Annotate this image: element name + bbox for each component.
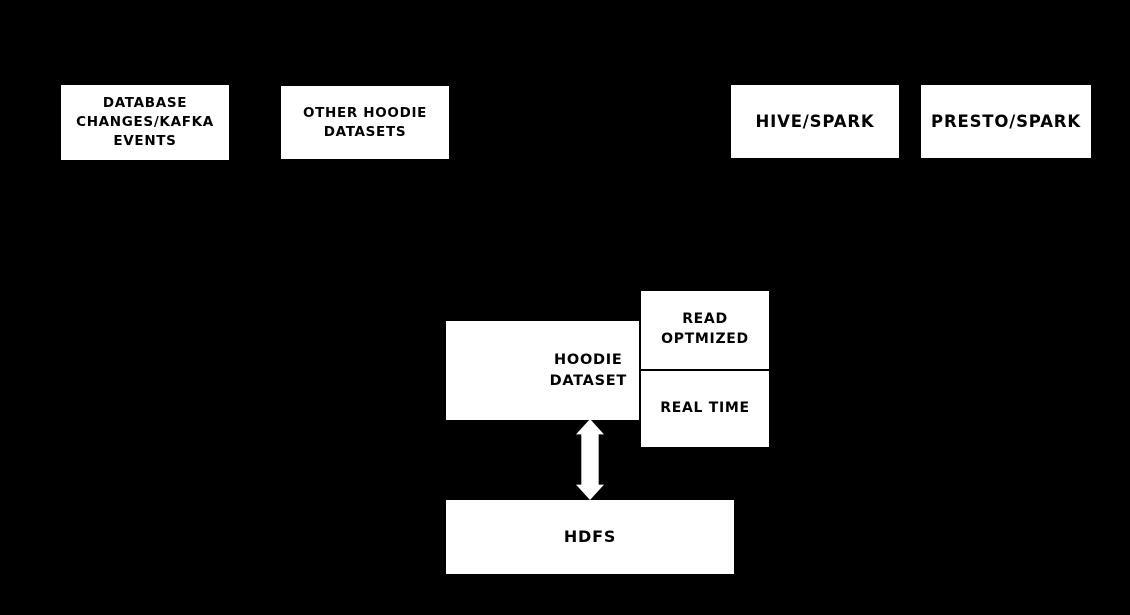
node-label: REAL TIME <box>660 400 750 417</box>
node-other-hoodie-datasets: OTHER HOODIE DATASETS <box>281 86 449 159</box>
node-hdfs: HDFS <box>446 500 734 574</box>
node-label: READ OPTMIZED <box>661 311 749 347</box>
node-label: DATABASE CHANGES/KAFKA EVENTS <box>76 95 214 149</box>
node-label: PRESTO/SPARK <box>931 111 1081 131</box>
node-real-time: REAL TIME <box>641 371 769 447</box>
node-read-optimized: READ OPTMIZED <box>641 291 769 369</box>
node-label: HDFS <box>563 526 617 546</box>
hoodie-hdfs-double-arrow-icon <box>576 419 604 500</box>
node-presto-spark: PRESTO/SPARK <box>921 85 1091 158</box>
node-hoodie-dataset: HOODIE DATASET <box>446 321 639 420</box>
node-hive-spark: HIVE/SPARK <box>731 85 899 158</box>
node-database-changes-kafka-events: DATABASE CHANGES/KAFKA EVENTS <box>61 85 229 160</box>
node-label: HOODIE DATASET <box>549 352 627 389</box>
node-label: HIVE/SPARK <box>755 111 875 131</box>
node-label: OTHER HOODIE DATASETS <box>302 104 428 140</box>
